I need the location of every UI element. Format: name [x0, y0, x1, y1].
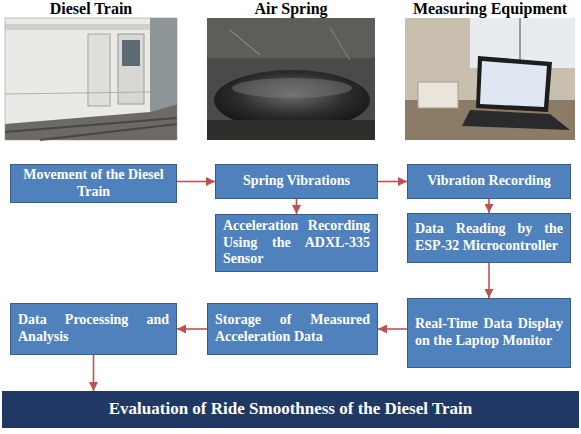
- photo-title: Measuring Equipment: [405, 0, 575, 18]
- box-text: Spring Vibrations: [223, 173, 370, 190]
- flow-arrow: [296, 199, 298, 214]
- box-text: Evaluation of Ride Smoothness of the Die…: [10, 399, 571, 419]
- flow-arrow: [378, 181, 407, 183]
- train-photo: [5, 18, 177, 140]
- flow-arrow: [488, 263, 490, 298]
- flow-arrow: [177, 328, 207, 330]
- flow-arrow: [488, 199, 490, 213]
- flow-arrow: [378, 328, 407, 330]
- process-box: Data Reading by the ESP-32 Microcontroll…: [407, 213, 571, 263]
- box-text: Storage of Measured Acceleration Data: [215, 312, 370, 345]
- result-band: Evaluation of Ride Smoothness of the Die…: [2, 391, 579, 428]
- box-text: Real-Time Data Display on the Laptop Mon…: [415, 316, 563, 349]
- box-text: Data Processing and Analysis: [18, 312, 169, 345]
- box-text: Vibration Recording: [415, 173, 563, 190]
- process-box: Movement of the Diesel Train: [10, 164, 177, 203]
- box-text: Acceleration Recording Using the ADXL-33…: [223, 218, 370, 268]
- measuring-equipment-photo: [405, 18, 575, 140]
- air-spring-photo: [207, 18, 375, 140]
- flow-arrow: [93, 355, 95, 391]
- box-text: Movement of the Diesel Train: [18, 167, 169, 200]
- process-box: Spring Vibrations: [215, 164, 378, 199]
- process-box: Vibration Recording: [407, 164, 571, 199]
- box-text: Data Reading by the ESP-32 Microcontroll…: [415, 221, 563, 254]
- process-box: Storage of Measured Acceleration Data: [207, 303, 378, 355]
- photo-title: Diesel Train: [5, 0, 177, 18]
- process-box: Acceleration Recording Using the ADXL-33…: [215, 214, 378, 272]
- flow-arrow: [177, 181, 215, 183]
- process-box: Data Processing and Analysis: [10, 303, 177, 355]
- process-box: Real-Time Data Display on the Laptop Mon…: [407, 298, 571, 368]
- photo-title: Air Spring: [207, 0, 375, 18]
